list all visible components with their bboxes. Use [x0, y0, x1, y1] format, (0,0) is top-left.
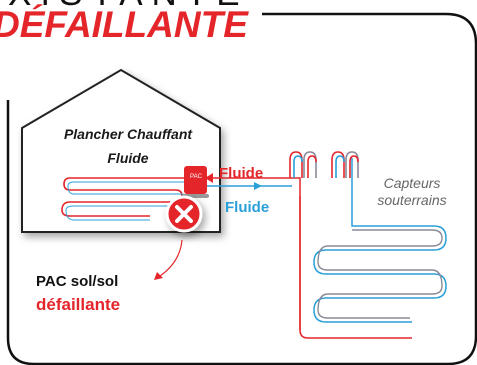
- fluid-in-label: Fluide: [225, 199, 270, 216]
- status-arrow: [159, 239, 183, 277]
- frame-border: [6, 12, 477, 365]
- ground-loop-grey: [317, 229, 443, 319]
- arrow-blue-in: [254, 182, 262, 190]
- house-subtitle: Fluide: [107, 150, 149, 166]
- status-line-1: PAC sol/sol: [36, 273, 119, 290]
- pac-unit: [184, 166, 207, 194]
- collector-head-right: [331, 151, 359, 178]
- header-title-main: DÉFAILLANTE: [0, 4, 248, 45]
- house-shape: [21, 68, 221, 233]
- status-arrow-head: [154, 272, 163, 280]
- header-title-top: XISTANTE: [8, 0, 249, 14]
- house-title: Plancher Chauffant: [63, 126, 193, 142]
- ground-loop-blue: [313, 158, 447, 323]
- collector-head-left: [289, 151, 317, 178]
- arrow-red-out: [205, 173, 213, 183]
- pac-tag: PAC: [190, 174, 202, 180]
- ground-loop-red: [299, 196, 412, 339]
- ground-collectors-label: Capteurs souterrains: [377, 175, 447, 208]
- cross-circle-icon: [165, 195, 203, 233]
- status-line-2: défaillante: [36, 295, 121, 314]
- fluid-out-label: Fluide: [219, 165, 264, 182]
